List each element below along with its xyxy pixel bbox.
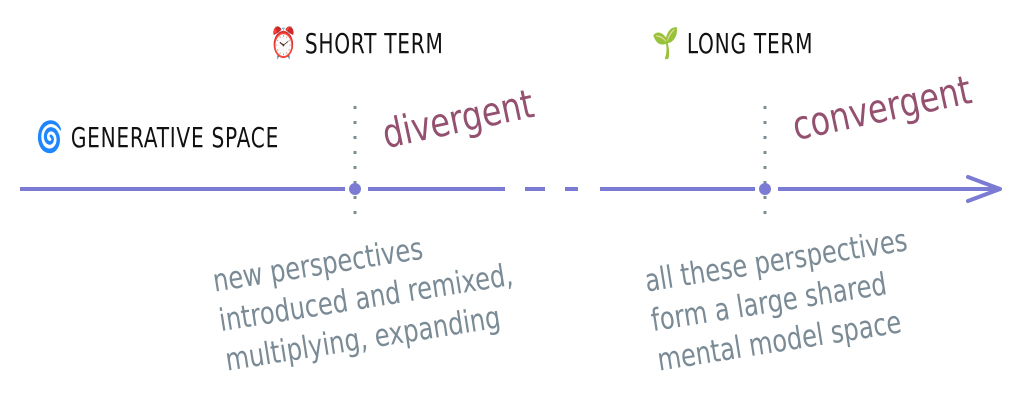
arrow-head-icon bbox=[966, 175, 1002, 203]
long-term-heading: 🌱LONG TERM bbox=[652, 26, 814, 61]
generative-space-heading: 🌀GENERATIVE SPACE bbox=[36, 120, 280, 155]
cyclone-icon: 🌀 bbox=[36, 120, 64, 155]
long-term-point bbox=[759, 183, 771, 195]
short-term-point bbox=[349, 183, 361, 195]
timeline-axis bbox=[20, 175, 1002, 203]
short-term-heading: ⏰SHORT TERM bbox=[270, 26, 444, 61]
seedling-icon: 🌱 bbox=[652, 26, 680, 61]
alarm-clock-icon: ⏰ bbox=[270, 26, 298, 61]
